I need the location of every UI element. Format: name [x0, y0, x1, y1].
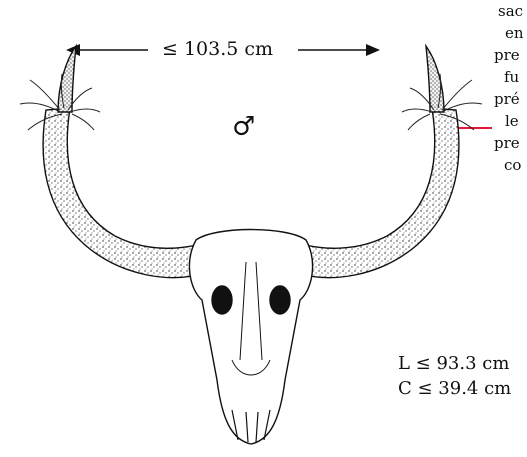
- horn-circumference-label: C ≤ 39.4 cm: [398, 378, 511, 399]
- side-text-line: le: [505, 112, 519, 130]
- side-text-line: sac: [498, 2, 523, 20]
- sex-symbol-male-icon: ♂: [232, 112, 255, 142]
- side-text-line: pre: [494, 46, 520, 64]
- side-text-line: fu: [504, 68, 519, 86]
- side-text-line: pré: [494, 90, 520, 108]
- side-text-line: en: [505, 24, 524, 42]
- side-text-line: pre: [494, 134, 520, 152]
- side-text-line: co: [504, 156, 521, 174]
- horn-span-label: ≤ 103.5 cm: [162, 38, 273, 60]
- horn-length-label: L ≤ 93.3 cm: [398, 353, 509, 374]
